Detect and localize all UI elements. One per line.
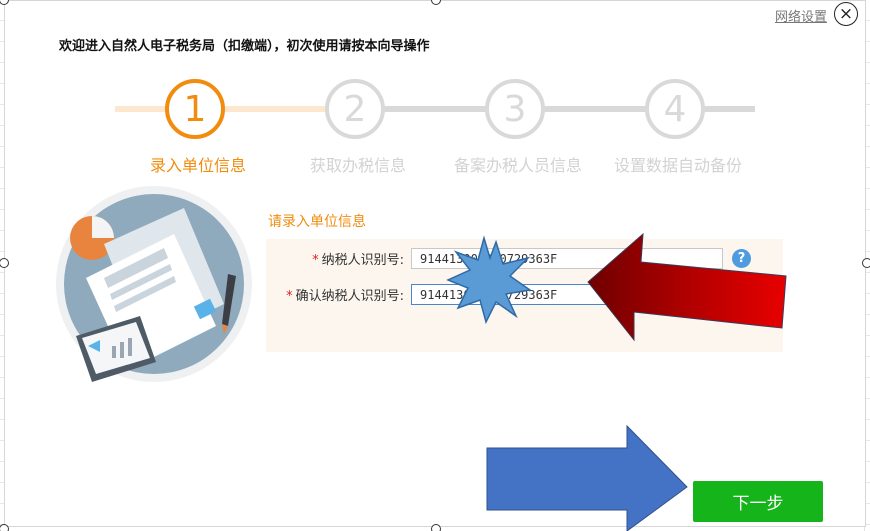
document-report-illustration	[56, 186, 252, 382]
step-2-label: 获取办税信息	[309, 156, 406, 175]
step-track-done	[115, 106, 355, 112]
step-2-number: 2	[343, 88, 367, 130]
close-icon: ×	[838, 3, 854, 24]
step-track-todo	[355, 106, 755, 112]
help-question-glyph: ?	[737, 251, 746, 266]
confirm-taxpayer-id-label: *确认纳税人识别号:	[270, 285, 404, 304]
step-3-number: 3	[503, 88, 527, 130]
step-2-circle: 2	[325, 79, 385, 139]
close-button[interactable]: ×	[834, 2, 858, 26]
taxpayer-id-label-text: 纳税人识别号:	[321, 253, 404, 268]
step-1-number: 1	[183, 88, 207, 130]
step-3-circle: 3	[485, 79, 545, 139]
step-1-circle: 1	[165, 79, 225, 139]
confirm-taxpayer-id-label-text: 确认纳税人识别号:	[295, 289, 404, 304]
next-step-button[interactable]: 下一步	[693, 481, 823, 522]
welcome-message: 欢迎进入自然人电子税务局（扣缴端），初次使用请按本向导操作	[59, 39, 430, 54]
resize-handle-right[interactable]	[862, 258, 870, 268]
section-title: 请录入单位信息	[268, 214, 366, 230]
step-3-label: 备案办税人员信息	[453, 156, 582, 175]
required-mark: *	[286, 289, 293, 304]
network-settings-link[interactable]: 网络设置	[775, 10, 828, 25]
resize-handle-bottom-left[interactable]	[0, 524, 9, 531]
step-4-circle: 4	[645, 79, 705, 139]
resize-handle-bottom-center[interactable]	[431, 524, 441, 531]
required-mark: *	[312, 253, 319, 268]
taxpayer-id-input[interactable]	[411, 248, 723, 269]
step-1-label: 录入单位信息	[149, 156, 246, 175]
step-4-label: 设置数据自动备份	[613, 156, 742, 175]
resize-handle-left[interactable]	[0, 258, 9, 268]
step-4-number: 4	[663, 88, 687, 130]
taxpayer-id-label: *纳税人识别号:	[300, 249, 404, 268]
confirm-taxpayer-id-input[interactable]	[411, 284, 631, 305]
help-question-icon[interactable]: ?	[732, 249, 751, 268]
